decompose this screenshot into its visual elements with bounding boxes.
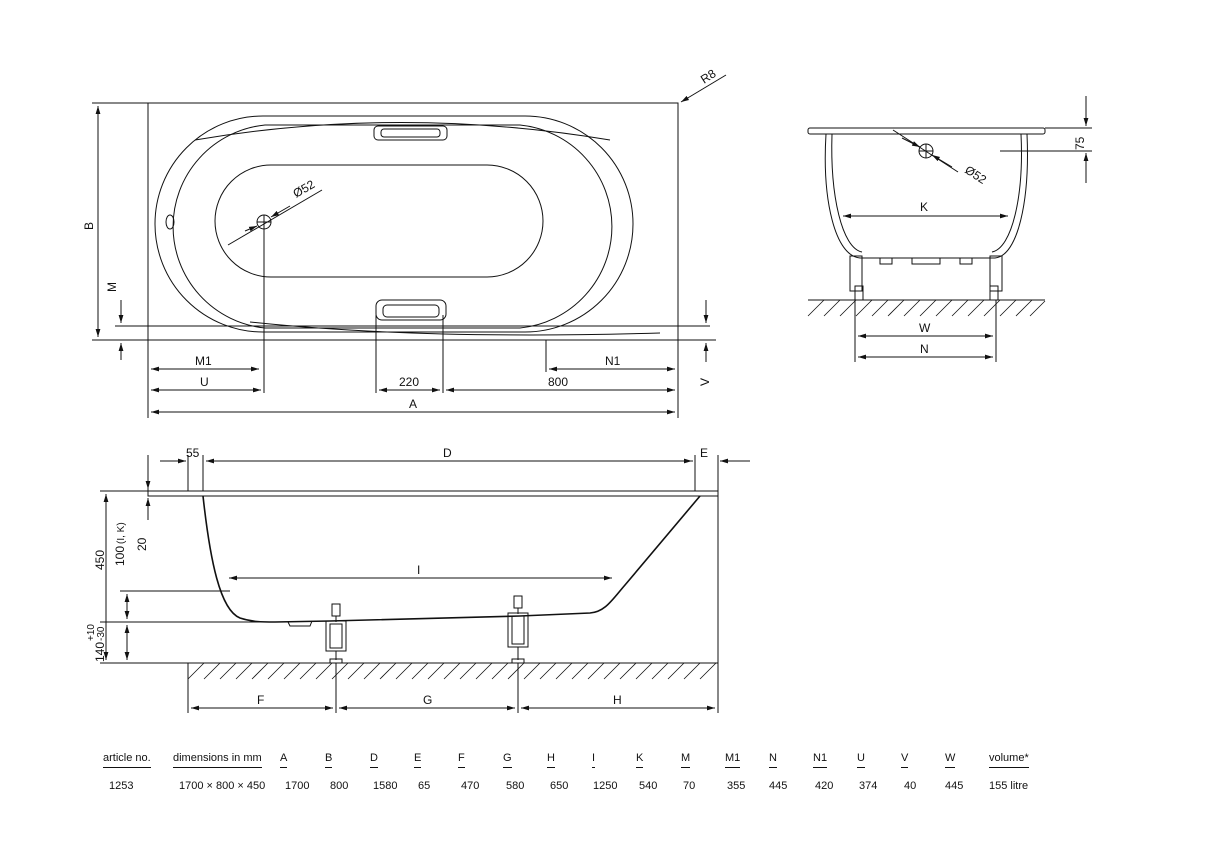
side-view: Ø52 75 K — [807, 96, 1092, 362]
spec-value: 1700 × 800 × 450 — [179, 780, 266, 792]
spec-header: volume* — [989, 752, 1029, 768]
spec-value: 70 — [683, 780, 696, 792]
n1-label: N1 — [605, 354, 621, 368]
f-label: F — [257, 693, 264, 707]
dim-20-label: 20 — [135, 537, 149, 551]
r8-leader — [680, 74, 727, 103]
spec-value: 420 — [815, 780, 834, 792]
spec-header: U — [857, 752, 865, 768]
spec-header: B — [325, 752, 333, 768]
spec-header: N1 — [813, 752, 828, 768]
u-label: U — [200, 375, 209, 389]
spec-value: 1253 — [109, 780, 134, 792]
grip-bottom — [375, 299, 447, 321]
slope-line — [194, 122, 611, 141]
spec-header: K — [636, 752, 644, 768]
tub-outline — [147, 102, 679, 341]
spec-header: M — [681, 752, 691, 768]
spec-header: F — [458, 752, 465, 768]
spec-header: article no. — [103, 752, 151, 768]
spec-header: M1 — [725, 752, 741, 768]
spec-header: G — [503, 752, 512, 768]
d-label: D — [443, 446, 452, 460]
diameter-label-top: Ø52 — [291, 177, 318, 201]
h-label: H — [613, 693, 622, 707]
spec-value: 355 — [727, 780, 746, 792]
lk-label: (I, K) — [116, 522, 127, 544]
section-tub-body — [202, 495, 701, 623]
drain-top — [227, 189, 323, 246]
side-floor-hatch — [807, 299, 1046, 317]
spec-header: D — [370, 752, 378, 768]
dim-800-label: 800 — [548, 375, 568, 389]
w-label: W — [919, 321, 931, 335]
spec-header: V — [901, 752, 909, 768]
dim-140-label: 140 — [93, 642, 107, 662]
tol-plus-label: +10 — [86, 624, 97, 641]
spec-header: dimensions in mm — [173, 752, 262, 768]
spec-value: 800 — [330, 780, 349, 792]
spec-value: 470 — [461, 780, 480, 792]
spec-header: H — [547, 752, 555, 768]
diameter-label-side: Ø52 — [962, 163, 989, 187]
overflow — [165, 214, 175, 230]
section-view: 55 D E I 450 100 (I, K) 20 140 +10 -30 — [86, 446, 750, 713]
spec-value: 445 — [769, 780, 788, 792]
spec-header: W — [945, 752, 956, 768]
tub-basin — [214, 164, 544, 278]
spec-header: E — [414, 752, 422, 768]
side-foot-left — [849, 255, 893, 301]
spec-value: 1700 — [285, 780, 310, 792]
e-label: E — [700, 446, 708, 460]
spec-value: 540 — [639, 780, 658, 792]
tol-minus-label: -30 — [96, 626, 107, 641]
section-leg-left — [325, 603, 347, 664]
dim-220-label: 220 — [399, 375, 419, 389]
dim-75-label: 75 — [1073, 136, 1087, 150]
spec-value: 445 — [945, 780, 964, 792]
v-label: V — [698, 378, 712, 386]
top-view: Ø52 R8 B M V M1 N1 U — [82, 66, 727, 418]
dim-100-label: 100 — [113, 546, 127, 566]
m-label: M — [105, 282, 119, 292]
side-foot-right — [959, 255, 1003, 301]
g-label: G — [423, 693, 432, 707]
spec-header: A — [280, 752, 288, 768]
n-label: N — [920, 342, 929, 356]
spec-value: 580 — [506, 780, 525, 792]
k-label: K — [920, 200, 928, 214]
spec-value: 650 — [550, 780, 569, 792]
section-rim — [147, 490, 719, 497]
i-label: I — [417, 563, 420, 577]
drain-side — [892, 129, 959, 173]
dim-55-label: 55 — [186, 446, 200, 460]
spec-header: I — [592, 752, 596, 768]
spec-value: 155 litre — [989, 780, 1029, 792]
b-label: B — [82, 222, 96, 230]
spec-value: 374 — [859, 780, 878, 792]
spec-value: 65 — [418, 780, 431, 792]
spec-header: N — [769, 752, 777, 768]
spec-value: 40 — [904, 780, 917, 792]
grip-top — [373, 125, 448, 141]
m1-label: M1 — [195, 354, 212, 368]
a-label: A — [409, 397, 417, 411]
r8-label: R8 — [698, 66, 719, 86]
section-leg-right — [507, 595, 529, 664]
dim-450-label: 450 — [93, 550, 107, 570]
spec-value: 1250 — [593, 780, 618, 792]
spec-value: 1580 — [373, 780, 398, 792]
section-floor-hatch — [187, 662, 717, 680]
tub-rim-inner — [172, 124, 613, 329]
side-rim — [807, 127, 1046, 135]
